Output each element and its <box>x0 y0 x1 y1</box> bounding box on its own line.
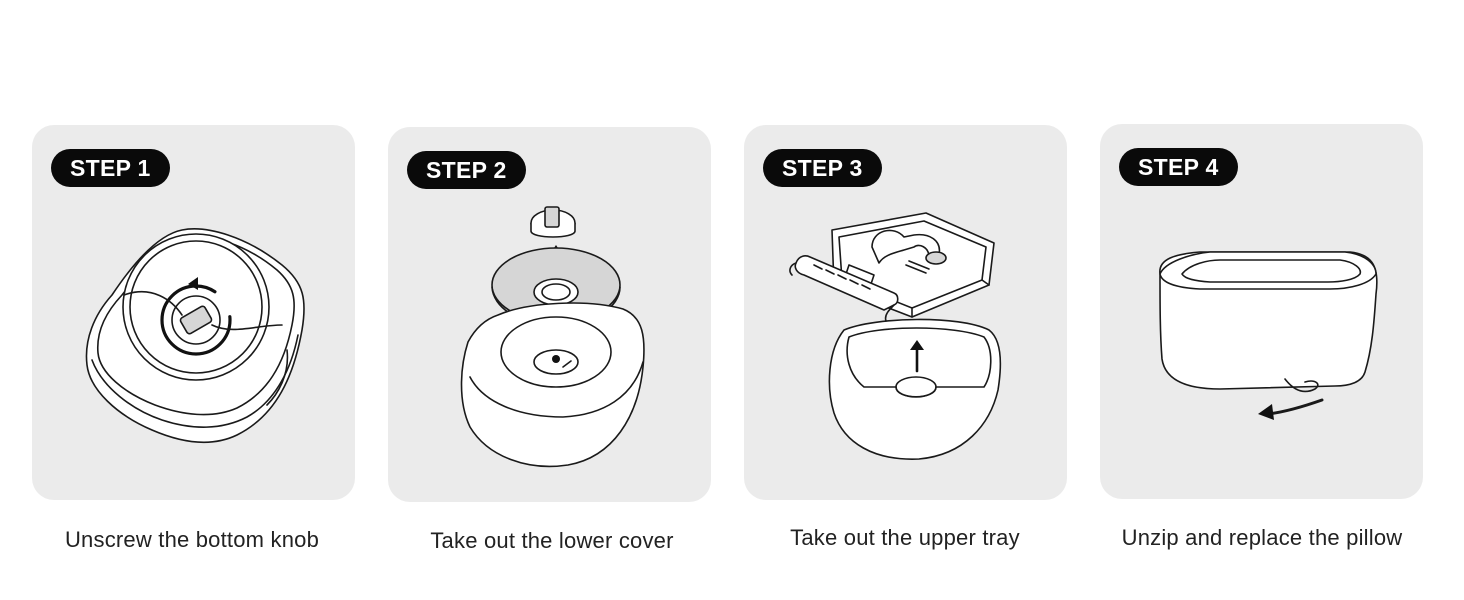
step-3-panel: STEP 3 <box>744 125 1067 500</box>
step-3-badge: STEP 3 <box>763 149 882 187</box>
step-4-caption: Unzip and replace the pillow <box>1121 525 1403 550</box>
pillow-unzip-icon <box>1159 251 1378 420</box>
step-2-badge: STEP 2 <box>407 151 526 189</box>
step-4-badge: STEP 4 <box>1119 148 1238 186</box>
step-2-caption: Take out the lower cover <box>430 528 674 553</box>
step-3-caption: Take out the upper tray <box>790 525 1020 550</box>
step-1-caption: Unscrew the bottom knob <box>64 527 320 552</box>
lower-cover-icon <box>460 206 645 468</box>
step-1-badge: STEP 1 <box>51 149 170 187</box>
step-1-panel: STEP 1 <box>32 125 355 500</box>
upper-tray-icon <box>789 212 1002 460</box>
knob-unscrew-icon <box>85 228 305 443</box>
step-2-panel: STEP 2 <box>388 127 711 502</box>
step-4-panel: STEP 4 <box>1100 124 1423 499</box>
